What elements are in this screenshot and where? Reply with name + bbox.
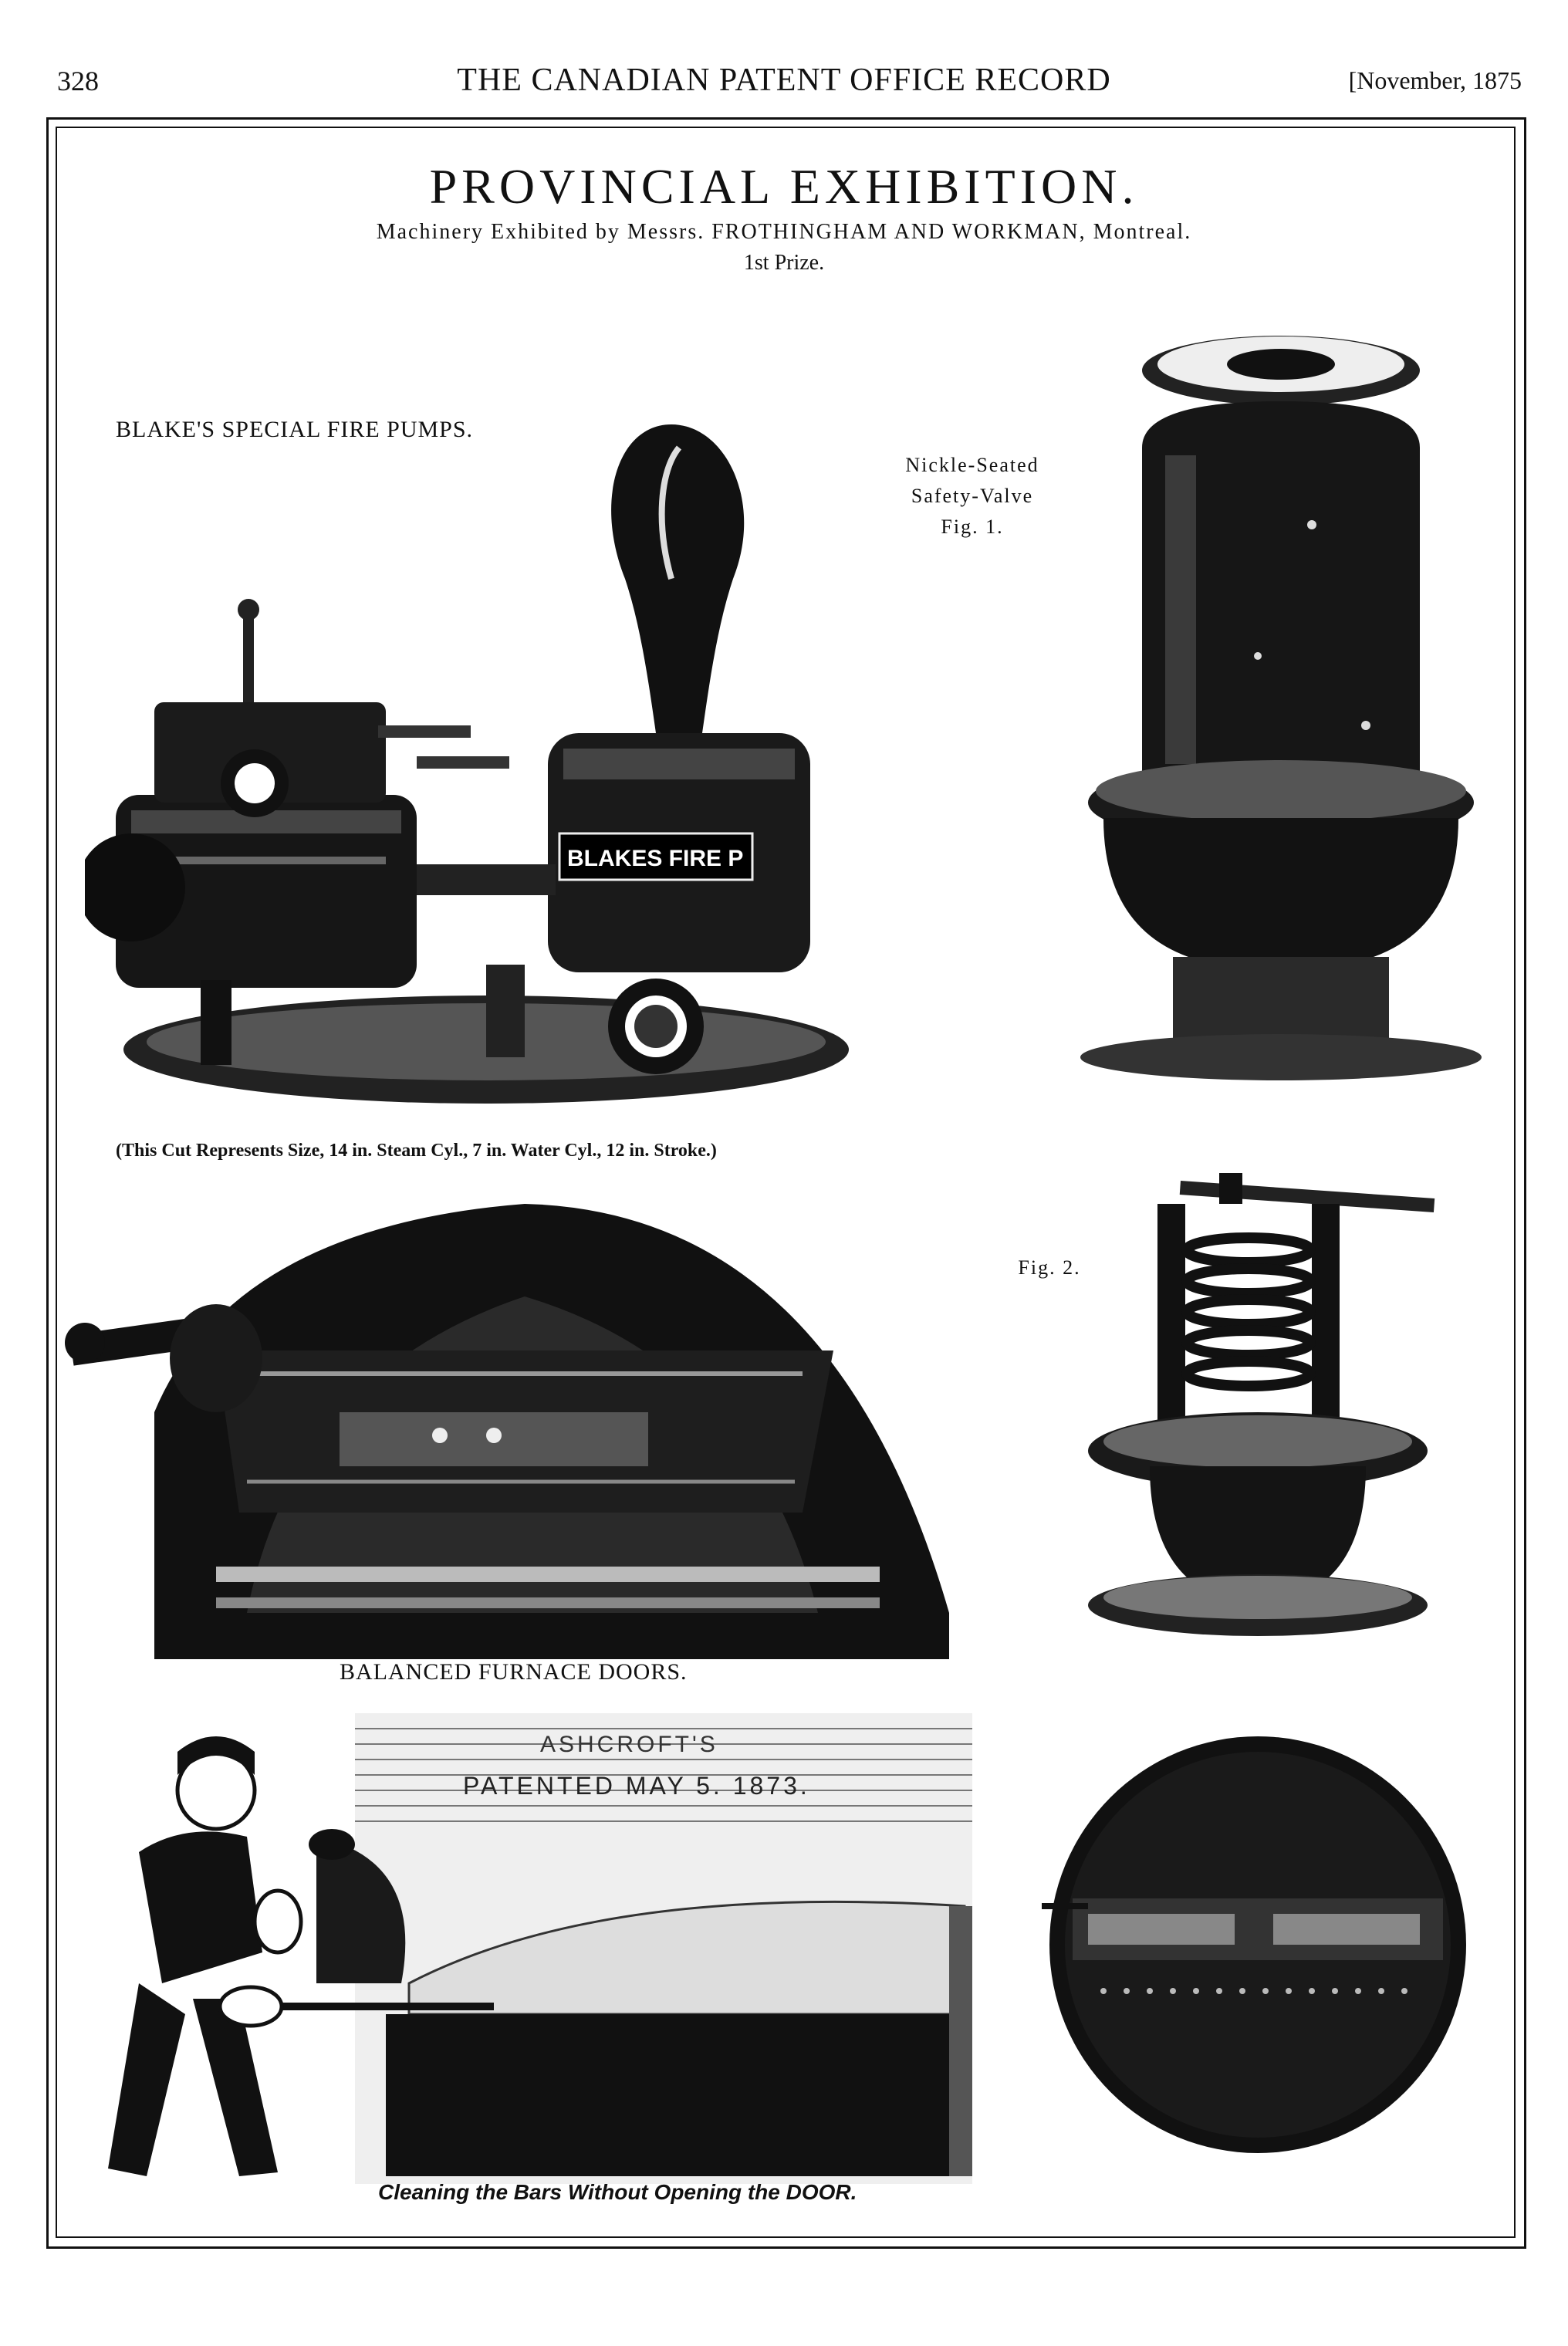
- boiler-plate-line1: ASHCROFT'S: [540, 1732, 718, 1757]
- boiler-plate-line2: PATENTED MAY 5. 1873.: [463, 1772, 810, 1800]
- page-number: 328: [57, 66, 99, 96]
- pump-plate-text: BLAKES FIRE P: [567, 846, 743, 871]
- caption-fig-1: Fig. 1.: [941, 516, 1004, 538]
- caption-fire-pumps: BLAKE'S SPECIAL FIRE PUMPS.: [116, 417, 474, 442]
- plate-subtitle: Machinery Exhibited by Messrs. FROTHINGH…: [376, 220, 1192, 244]
- plate-title: PROVINCIAL EXHIBITION.: [429, 159, 1139, 214]
- issue-date: [November, 1875: [1348, 66, 1522, 94]
- furnace-door-engraving: [65, 1204, 949, 1659]
- caption-safety-valve-line2: Safety-Valve: [911, 485, 1034, 507]
- caption-safety-valve-line1: Nickle-Seated: [905, 454, 1039, 476]
- caption-furnace-doors: BALANCED FURNACE DOORS.: [340, 1659, 688, 1685]
- running-head: 328 THE CANADIAN PATENT OFFICE RECORD [N…: [0, 0, 1568, 108]
- boiler-cleaning-engraving: ASHCROFT'S PATENTED MAY 5. 1873.: [108, 1713, 972, 2184]
- safety-valve-fig1-engraving: [1080, 336, 1482, 1080]
- journal-title: THE CANADIAN PATENT OFFICE RECORD: [457, 63, 1111, 98]
- prize-line: 1st Prize.: [743, 251, 825, 275]
- circular-grate-engraving: [1042, 1736, 1466, 2153]
- caption-cleaning-bars: Cleaning the Bars Without Opening the DO…: [378, 2180, 857, 2204]
- plate-border-outer: [46, 117, 1526, 2249]
- safety-valve-fig2-engraving: [1088, 1173, 1435, 1636]
- fire-pump-engraving: BLAKES FIRE P: [85, 424, 849, 1104]
- caption-fig-2: Fig. 2.: [1018, 1256, 1081, 1279]
- caption-cut-note: (This Cut Represents Size, 14 in. Steam …: [116, 1141, 717, 1161]
- plate-border-inner: [56, 127, 1516, 2238]
